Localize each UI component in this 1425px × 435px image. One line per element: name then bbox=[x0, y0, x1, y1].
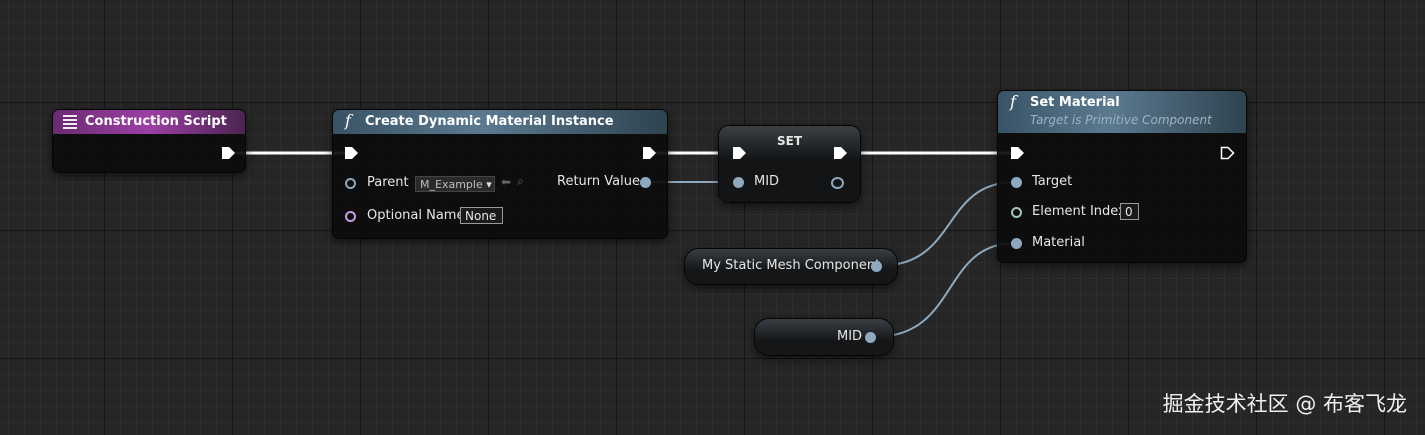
static-mesh-component-getter-node[interactable]: My Static Mesh Component bbox=[685, 249, 897, 284]
optional-name-pin[interactable] bbox=[345, 211, 356, 222]
chevron-down-icon: ▾ bbox=[486, 178, 492, 191]
function-icon: f bbox=[345, 111, 351, 130]
variable-output-pin[interactable] bbox=[865, 332, 876, 343]
object-wire bbox=[873, 242, 1017, 338]
mid-output-pin[interactable] bbox=[831, 177, 844, 189]
exec-in-pin-icon[interactable] bbox=[732, 146, 747, 160]
set-variable-node[interactable]: SET MID bbox=[719, 126, 860, 202]
script-grid-icon bbox=[63, 115, 77, 129]
mid-getter-node[interactable]: MID bbox=[755, 319, 893, 355]
element-index-pin[interactable] bbox=[1011, 207, 1022, 218]
variable-label: MID bbox=[837, 329, 863, 344]
target-pin[interactable] bbox=[1011, 177, 1022, 188]
node-title: Create Dynamic Material Instance bbox=[365, 114, 614, 129]
material-label: Material bbox=[1032, 235, 1085, 250]
exec-out-pin-icon[interactable] bbox=[221, 146, 236, 160]
mid-input-pin[interactable] bbox=[733, 177, 744, 188]
material-pin[interactable] bbox=[1011, 238, 1022, 249]
parent-asset-dropdown[interactable]: M_Example ▾ bbox=[415, 176, 495, 192]
node-header: f Create Dynamic Material Instance bbox=[333, 110, 667, 134]
set-material-node[interactable]: f Set Material Target is Primitive Compo… bbox=[998, 91, 1246, 262]
optional-name-label: Optional Name bbox=[367, 208, 465, 223]
browse-asset-icon[interactable]: ⌕ bbox=[517, 174, 524, 188]
node-header: f Set Material Target is Primitive Compo… bbox=[998, 91, 1246, 133]
element-index-input[interactable]: 0 bbox=[1120, 203, 1139, 220]
parent-pin[interactable] bbox=[345, 178, 356, 189]
variable-label: My Static Mesh Component bbox=[702, 258, 881, 273]
exec-out-pin-icon[interactable] bbox=[1220, 146, 1235, 160]
watermark: 掘金技术社区 @ 布客飞龙 bbox=[1162, 392, 1407, 416]
use-selected-asset-icon[interactable]: ⬅ bbox=[501, 175, 512, 189]
target-label: Target bbox=[1032, 174, 1073, 189]
exec-in-pin-icon[interactable] bbox=[1010, 146, 1025, 160]
object-wire bbox=[877, 181, 1017, 267]
exec-out-pin-icon[interactable] bbox=[833, 146, 848, 160]
variable-output-pin[interactable] bbox=[871, 261, 882, 272]
return-value-pin[interactable] bbox=[640, 177, 651, 188]
node-title: Construction Script bbox=[85, 114, 227, 129]
parent-asset-value: M_Example bbox=[420, 178, 483, 191]
element-index-label: Element Index bbox=[1032, 204, 1126, 219]
function-icon: f bbox=[1010, 92, 1016, 111]
set-node-title: SET bbox=[777, 134, 803, 148]
return-value-label: Return Value bbox=[557, 174, 640, 189]
optional-name-input[interactable]: None bbox=[460, 207, 503, 224]
mid-label: MID bbox=[754, 174, 780, 189]
node-header: Construction Script bbox=[53, 110, 245, 134]
node-title: Set Material bbox=[1030, 95, 1120, 110]
parent-label: Parent bbox=[367, 175, 409, 190]
exec-out-pin-icon[interactable] bbox=[642, 146, 657, 160]
create-dynamic-material-instance-node[interactable]: f Create Dynamic Material Instance Paren… bbox=[333, 110, 667, 238]
exec-in-pin-icon[interactable] bbox=[344, 146, 359, 160]
node-subtitle: Target is Primitive Component bbox=[1030, 113, 1212, 127]
construction-script-node[interactable]: Construction Script bbox=[53, 110, 245, 172]
